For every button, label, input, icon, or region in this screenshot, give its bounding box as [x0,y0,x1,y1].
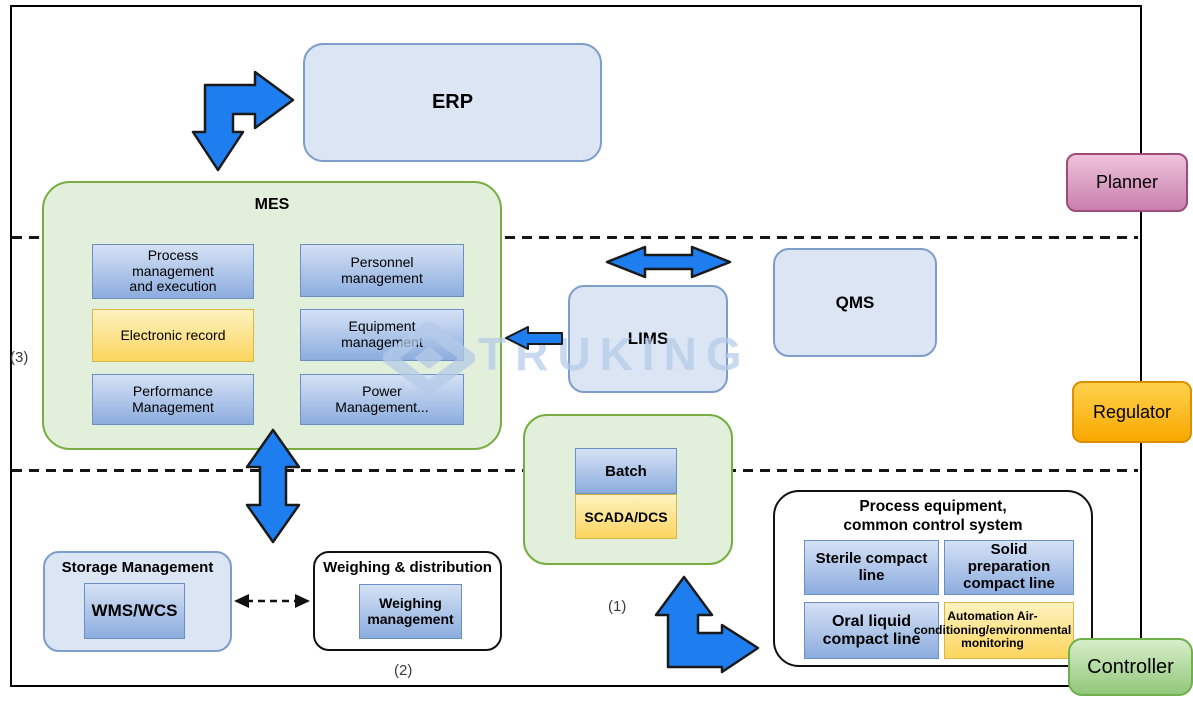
note-3: (3) [10,349,29,366]
mes-module-label: Power Management... [335,382,429,415]
mes-module-equipment-management: Equipment management [300,309,464,361]
mes-module-label: Electronic record [120,326,226,343]
role-regulator-label: Regulator [1092,401,1172,422]
weighing-distribution-panel: Weighing & distribution Weighing managem… [313,551,502,651]
role-controller-label: Controller [1087,655,1174,678]
note-1: (1) [608,598,627,615]
role-planner-label: Planner [1095,172,1159,192]
erp-label: ERP [431,91,474,113]
wms-wcs-label: WMS/WCS [91,601,178,620]
process-equipment-title-line2: common control system [843,516,1023,534]
qms-box: QMS [773,248,937,357]
mes-module-label: Process management and execution [129,246,217,295]
erp-box: ERP [303,43,602,162]
storage-management-panel: Storage Management WMS/WCS [43,551,232,652]
automation-air-conditioning-box: Automation Air- conditioning/environment… [914,602,1074,659]
scada-dcs-box: SCADA/DCS [575,494,677,539]
storage-management-title: Storage Management [61,559,214,576]
automation-label: Automation Air- conditioning/environment… [913,608,1072,651]
unit-label: Sterile compact line [815,549,928,584]
batch-box: Batch [575,448,677,494]
oral-liquid-compact-line-box: Oral liquid compact line [804,602,939,659]
mes-panel: MES Process management and execution Per… [42,181,502,450]
solid-preparation-compact-line-box: Solid preparation compact line [944,540,1074,595]
qms-label: QMS [835,292,875,312]
batch-scada-panel: Batch SCADA/DCS [523,414,733,565]
mes-module-process-management: Process management and execution [92,244,254,299]
unit-label: Solid preparation compact line [963,541,1055,592]
planner-regulator-divider-line [12,236,1138,239]
weighing-distribution-title: Weighing & distribution [323,559,492,576]
scada-dcs-label: SCADA/DCS [584,508,668,525]
note-2: (2) [394,662,413,679]
weighing-management-label: Weighing management [367,594,454,627]
mes-module-label: Personnel management [341,253,423,286]
process-equipment-title: Process equipment, common control system [775,498,1091,535]
mes-title: MES [254,196,290,213]
mes-module-power-management: Power Management... [300,374,464,425]
process-equipment-panel: Process equipment, common control system… [773,490,1093,667]
lims-box: LIMS [568,285,728,393]
lims-label: LIMS [627,329,669,348]
role-regulator-badge: Regulator [1072,381,1192,443]
mes-module-personnel-management: Personnel management [300,244,464,297]
unit-label: Oral liquid compact line [822,612,921,648]
process-equipment-title-line1: Process equipment, [859,498,1007,515]
mes-module-electronic-record: Electronic record [92,309,254,362]
wms-wcs-box: WMS/WCS [84,583,185,639]
role-planner-badge: Planner [1066,153,1188,212]
batch-label: Batch [605,462,647,480]
mes-module-performance-management: Performance Management [92,374,254,425]
weighing-management-box: Weighing management [359,584,462,639]
mes-module-label: Equipment management [341,318,423,350]
sterile-compact-line-box: Sterile compact line [804,540,939,595]
role-controller-badge: Controller [1068,638,1193,696]
mes-module-label: Performance Management [132,382,214,415]
